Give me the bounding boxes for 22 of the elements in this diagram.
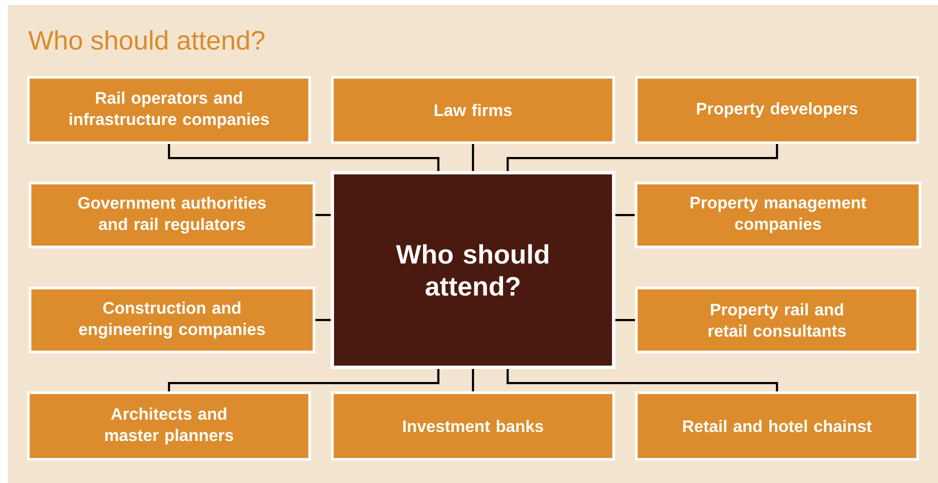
connector-line	[615, 214, 635, 216]
audience-box: Law firms	[331, 76, 615, 144]
connector-line	[506, 369, 778, 392]
audience-box: Government authorities and rail regulators	[28, 182, 316, 248]
title: Who should attend?	[28, 30, 264, 50]
audience-box: Construction and engineering companies	[28, 286, 316, 354]
audience-box: Investment banks	[331, 391, 615, 461]
audience-box: Property rail and retail consultants	[635, 286, 919, 354]
connector-line	[615, 318, 635, 322]
connector-line	[472, 369, 474, 392]
audience-box: Retail and hotel chainst	[635, 391, 919, 461]
audience-box: Property management companies	[634, 182, 922, 248]
audience-box: Rail operators and infrastructure companies	[27, 76, 311, 144]
connector-line	[315, 214, 331, 216]
connector-line	[506, 144, 778, 171]
connector-line	[472, 144, 474, 171]
connector-line	[168, 369, 440, 392]
audience-box: Architects and master planners	[27, 391, 311, 461]
connector-line	[315, 318, 331, 322]
central-box: Who should attend?	[330, 171, 616, 369]
audience-box: Property developers	[635, 76, 919, 144]
connector-line	[168, 144, 440, 171]
